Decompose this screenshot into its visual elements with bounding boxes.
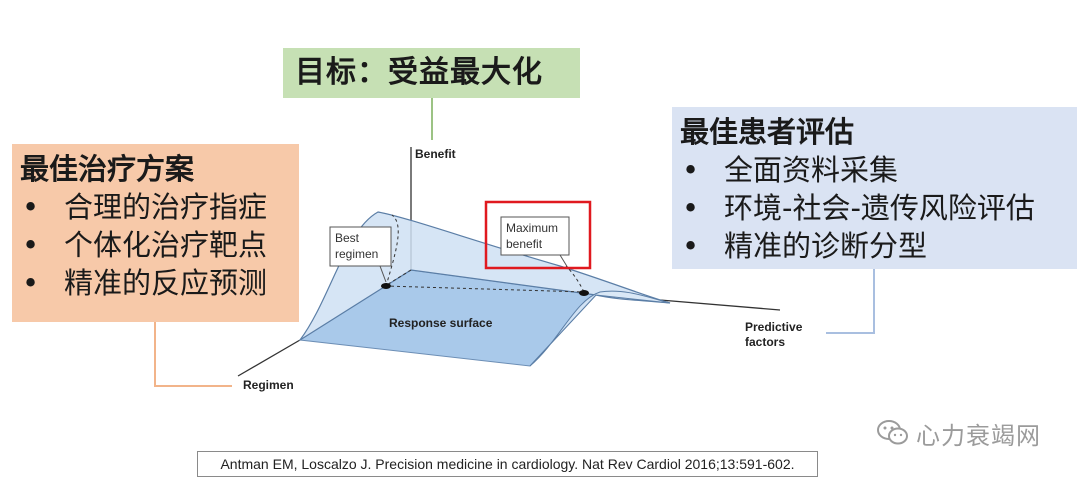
bullet: • [682,229,700,263]
best-regimen-label-2: regimen [335,247,378,261]
list-item: • 全面资料采集 [680,151,1077,189]
regimen-axis-label: Regimen [243,378,294,392]
goal-title: 目标：受益最大化 [295,55,543,90]
patient-item-1: 全面资料采集 [724,153,899,187]
wechat-icon [877,420,908,445]
list-item: • 个体化治疗靶点 [20,226,299,264]
predictive-axis-label: Predictive [745,320,803,334]
bullet: • [22,266,40,300]
best-regimen-pointer [379,265,387,283]
max-benefit-guide [384,269,412,287]
patient-title: 最佳患者评估 [680,115,855,149]
watermark-text: 心力衰竭网 [916,421,1041,450]
benefit-axis-label: Benefit [415,147,456,161]
response-surface-label: Response surface [389,316,493,330]
max-benefit-label: Maximum [506,221,558,235]
goal-box: 目标：受益最大化 [283,48,580,98]
treatment-item-1: 合理的治疗指症 [64,190,268,224]
bullet: • [22,190,40,224]
treatment-item-2: 个体化治疗靶点 [64,228,268,262]
max-benefit-callout [500,216,570,256]
patient-connector [826,269,875,334]
predictive-axis-label-2: factors [745,335,785,349]
watermark: 心力衰竭网 [876,418,1041,450]
best-regimen-ridge [385,214,399,287]
best-regimen-point [381,283,391,289]
predictive-axis [659,299,781,311]
list-item: • 环境-社会-遗传风险评估 [680,189,1077,227]
list-item: • 精准的诊断分型 [680,227,1077,265]
citation-text: Antman EM, Loscalzo J. Precision medicin… [220,456,795,472]
treatment-title: 最佳治疗方案 [20,152,195,186]
benefit-surface-front [529,290,671,367]
max-benefit-pointer [559,254,569,269]
patient-item-3: 精准的诊断分型 [724,229,928,263]
bullet: • [682,191,700,225]
best-regimen-label: Best [335,231,360,245]
treatment-item-3: 精准的反应预测 [64,266,268,300]
treatment-box: 最佳治疗方案 • 合理的治疗指症 • 个体化治疗靶点 • 精准的反应预测 [12,144,299,322]
max-benefit-point [579,290,589,296]
list-item: • 合理的治疗指症 [20,188,299,226]
max-benefit-label-2: benefit [506,237,543,251]
bullet: • [682,153,700,187]
patient-box: 最佳患者评估 • 全面资料采集 • 环境-社会-遗传风险评估 • 精准的诊断分型 [672,107,1077,269]
regimen-axis [237,339,301,377]
citation: Antman EM, Loscalzo J. Precision medicin… [197,451,818,477]
bullet: • [22,228,40,262]
best-regimen-callout [329,226,392,267]
list-item: • 精准的反应预测 [20,264,299,302]
patient-item-2: 环境-社会-遗传风险评估 [724,191,1035,225]
treatment-connector [154,322,232,387]
max-benefit-highlight [484,200,592,270]
